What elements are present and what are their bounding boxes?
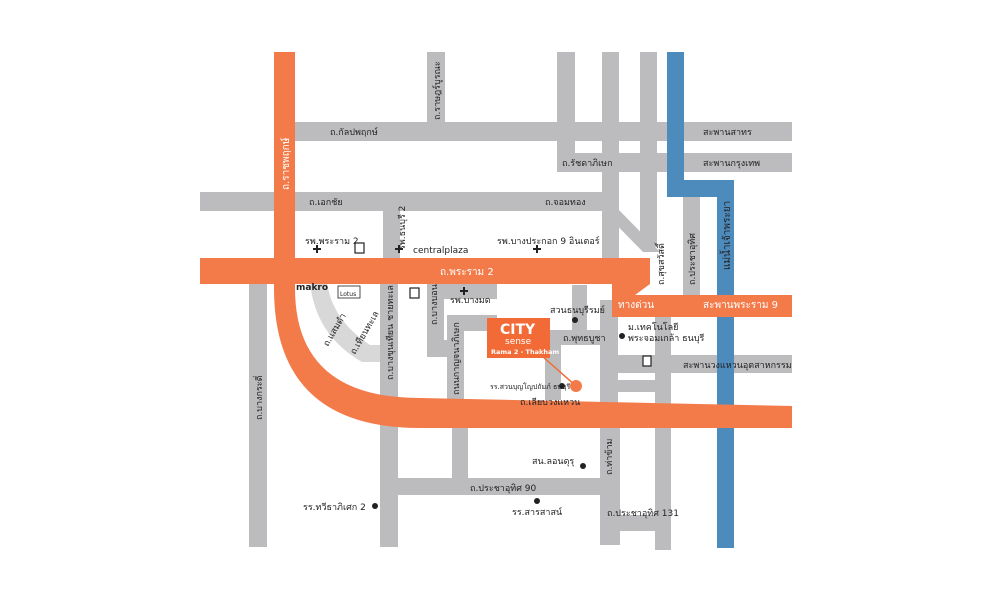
road-ratburana bbox=[427, 52, 445, 132]
label-hospital-bangpakok: รพ.บางประกอก 9 อินเตอร์ bbox=[497, 235, 600, 247]
road-vertical-640 bbox=[640, 52, 657, 247]
label-kanlapaphruek: ถ.กัลปพฤกษ์ bbox=[330, 126, 378, 138]
road-rama2 bbox=[200, 258, 650, 284]
river bbox=[667, 52, 734, 548]
project-location-marker[interactable] bbox=[570, 380, 582, 392]
callout-leader bbox=[541, 355, 577, 387]
label-school-sarasas: รร.สารสาสน์ bbox=[512, 506, 562, 518]
label-bang-khun-thian: ถ.บางขุนเทียน ชายทะเล bbox=[385, 285, 396, 380]
label-school-suanboon: รร.สวนบุญโญปถัมภ์ ธนบุรี bbox=[490, 382, 571, 391]
point-icon bbox=[534, 498, 540, 504]
shop-icon bbox=[409, 287, 420, 299]
label-bridge-sathorn: สะพานสาทร bbox=[703, 128, 752, 138]
label-ekkachai: ถ.เอกชัย bbox=[309, 198, 343, 208]
major-roads bbox=[200, 52, 792, 428]
road-kanchanaphisek-ring bbox=[274, 52, 792, 428]
label-liap-wongwaen: ถ.เลียบวงแหวน bbox=[520, 397, 580, 408]
river-south bbox=[717, 180, 734, 548]
point-icon bbox=[572, 317, 578, 323]
point-icon bbox=[372, 503, 378, 509]
road-expressway-connector bbox=[612, 258, 650, 295]
point-icon bbox=[559, 383, 565, 389]
hospital-icon bbox=[460, 287, 468, 295]
minor-roads bbox=[200, 52, 792, 550]
label-ratchaphruek: ถ.ราชพฤกษ์ bbox=[280, 137, 292, 190]
hospital-icon bbox=[533, 245, 541, 253]
label-bridge-rama9: สะพานพระราม 9 bbox=[703, 300, 778, 311]
brand-sub: sense bbox=[505, 337, 532, 347]
road-vertical-602 bbox=[602, 52, 619, 262]
brand-name: CITY bbox=[500, 322, 536, 338]
lotus-logo bbox=[337, 285, 361, 299]
shop-icon bbox=[354, 242, 365, 254]
label-expressway: ทางด่วน bbox=[618, 300, 654, 311]
road-kanchanaphisek-v bbox=[447, 315, 464, 400]
label-ratchadaphisek: ถ.รัชดาภิเษก bbox=[562, 158, 613, 169]
road-pracha-uthit-131 bbox=[603, 515, 663, 531]
label-makro: makro bbox=[296, 283, 328, 293]
label-hospital-thonburi: รพ.ธนบุรี 2 bbox=[397, 206, 408, 250]
point-icon bbox=[619, 333, 625, 339]
point-icon bbox=[580, 463, 586, 469]
label-phutthabucha: ถ.พุทธบูชา bbox=[563, 334, 606, 344]
road-block-c bbox=[600, 380, 660, 392]
road-pracha-uthit-vert-2 bbox=[452, 420, 468, 485]
label-pracha-uthit-131: ถ.ประชาอุทิศ 131 bbox=[607, 508, 679, 519]
label-bridge-krungthep: สะพานกรุงเทพ bbox=[703, 159, 760, 169]
road-pracha-uthit-south bbox=[603, 420, 620, 545]
label-chomthong: ถ.จอมทอง bbox=[545, 198, 586, 208]
road-bang-kradi bbox=[249, 282, 267, 547]
bridge-icon bbox=[642, 355, 652, 367]
road-ekkachai bbox=[200, 192, 610, 211]
road-labels: ถ.กัลปพฤกษ์ ถ.รัชดาภิเษก ถ.เอกชัย ถ.จอมท… bbox=[252, 61, 792, 519]
road-bangmod-v1 bbox=[427, 282, 444, 357]
label-river: แม่น้ำเจ้าพระยา bbox=[719, 201, 733, 270]
road-bangmod-v2 bbox=[440, 282, 497, 299]
label-school-kawila: รร.ทวีธาภิเศก 2 bbox=[303, 502, 366, 513]
label-suan-thonburirom: สวนธนบุรีรมย์ bbox=[550, 304, 605, 316]
project-callout: CITY sense Rama 2 - Thakham bbox=[487, 318, 582, 392]
label-thakham: ถ.ท่าข้าม bbox=[604, 438, 615, 475]
label-bridge-wongwaen: สะพานวงแหวนอุตสาหกรรม bbox=[683, 361, 792, 371]
label-hospital-rama2: รพ.พระราม 2 bbox=[305, 237, 359, 247]
road-pracha-uthit-90 bbox=[380, 478, 620, 495]
label-kanchanaphisek: ถนนกาญจนาภิเษก bbox=[451, 322, 462, 395]
label-suk-sawat: ถ.สุขสวัสดิ์ bbox=[654, 242, 667, 285]
label-bang-bon: ถ.บางบอน bbox=[430, 284, 440, 325]
label-central-plaza: centralplaza bbox=[413, 246, 468, 256]
brand-box bbox=[487, 318, 550, 358]
road-expressway-rama9 bbox=[612, 295, 792, 317]
label-boonsom: สน.ลอนดุรุ bbox=[532, 457, 574, 467]
places: รพ.พระราม 2 รพ.ธนบุรี 2 รพ.บางประกอก 9 อ… bbox=[296, 206, 705, 518]
label-pracha-uthit-90: ถ.ประชาอุทิศ 90 bbox=[470, 483, 536, 494]
hospital-icon bbox=[395, 245, 403, 253]
road-rama2-connector-1 bbox=[383, 202, 400, 262]
road-suk-sawat bbox=[557, 52, 575, 172]
label-rama2: ถ.พระราม 2 bbox=[440, 267, 494, 278]
road-suk-sawat-diag bbox=[602, 210, 660, 252]
road-thakham-light bbox=[310, 282, 380, 362]
road-kanchanaphisek-h bbox=[447, 315, 497, 331]
label-ratburana: ถ.ราษฎร์บูรณะ bbox=[431, 61, 443, 120]
label-lotus: Lotus bbox=[340, 291, 356, 298]
label-hospital-bangmod: รพ.บางมด bbox=[450, 296, 491, 306]
label-kmutt: ม.เทคโนโลยี พระจอมเกล้า ธนบุรี bbox=[628, 322, 705, 344]
label-pracha-uthit: ถ.ประชาอุทิศ bbox=[687, 233, 698, 285]
river-bend bbox=[667, 180, 722, 197]
label-bang-kradi: ถ.บางกระดี่ bbox=[252, 375, 265, 420]
river-north bbox=[667, 52, 684, 197]
road-pracha-uthit-vertical bbox=[683, 185, 700, 295]
hospital-icon bbox=[313, 245, 321, 253]
brand-location: Rama 2 - Thakham bbox=[491, 348, 559, 356]
